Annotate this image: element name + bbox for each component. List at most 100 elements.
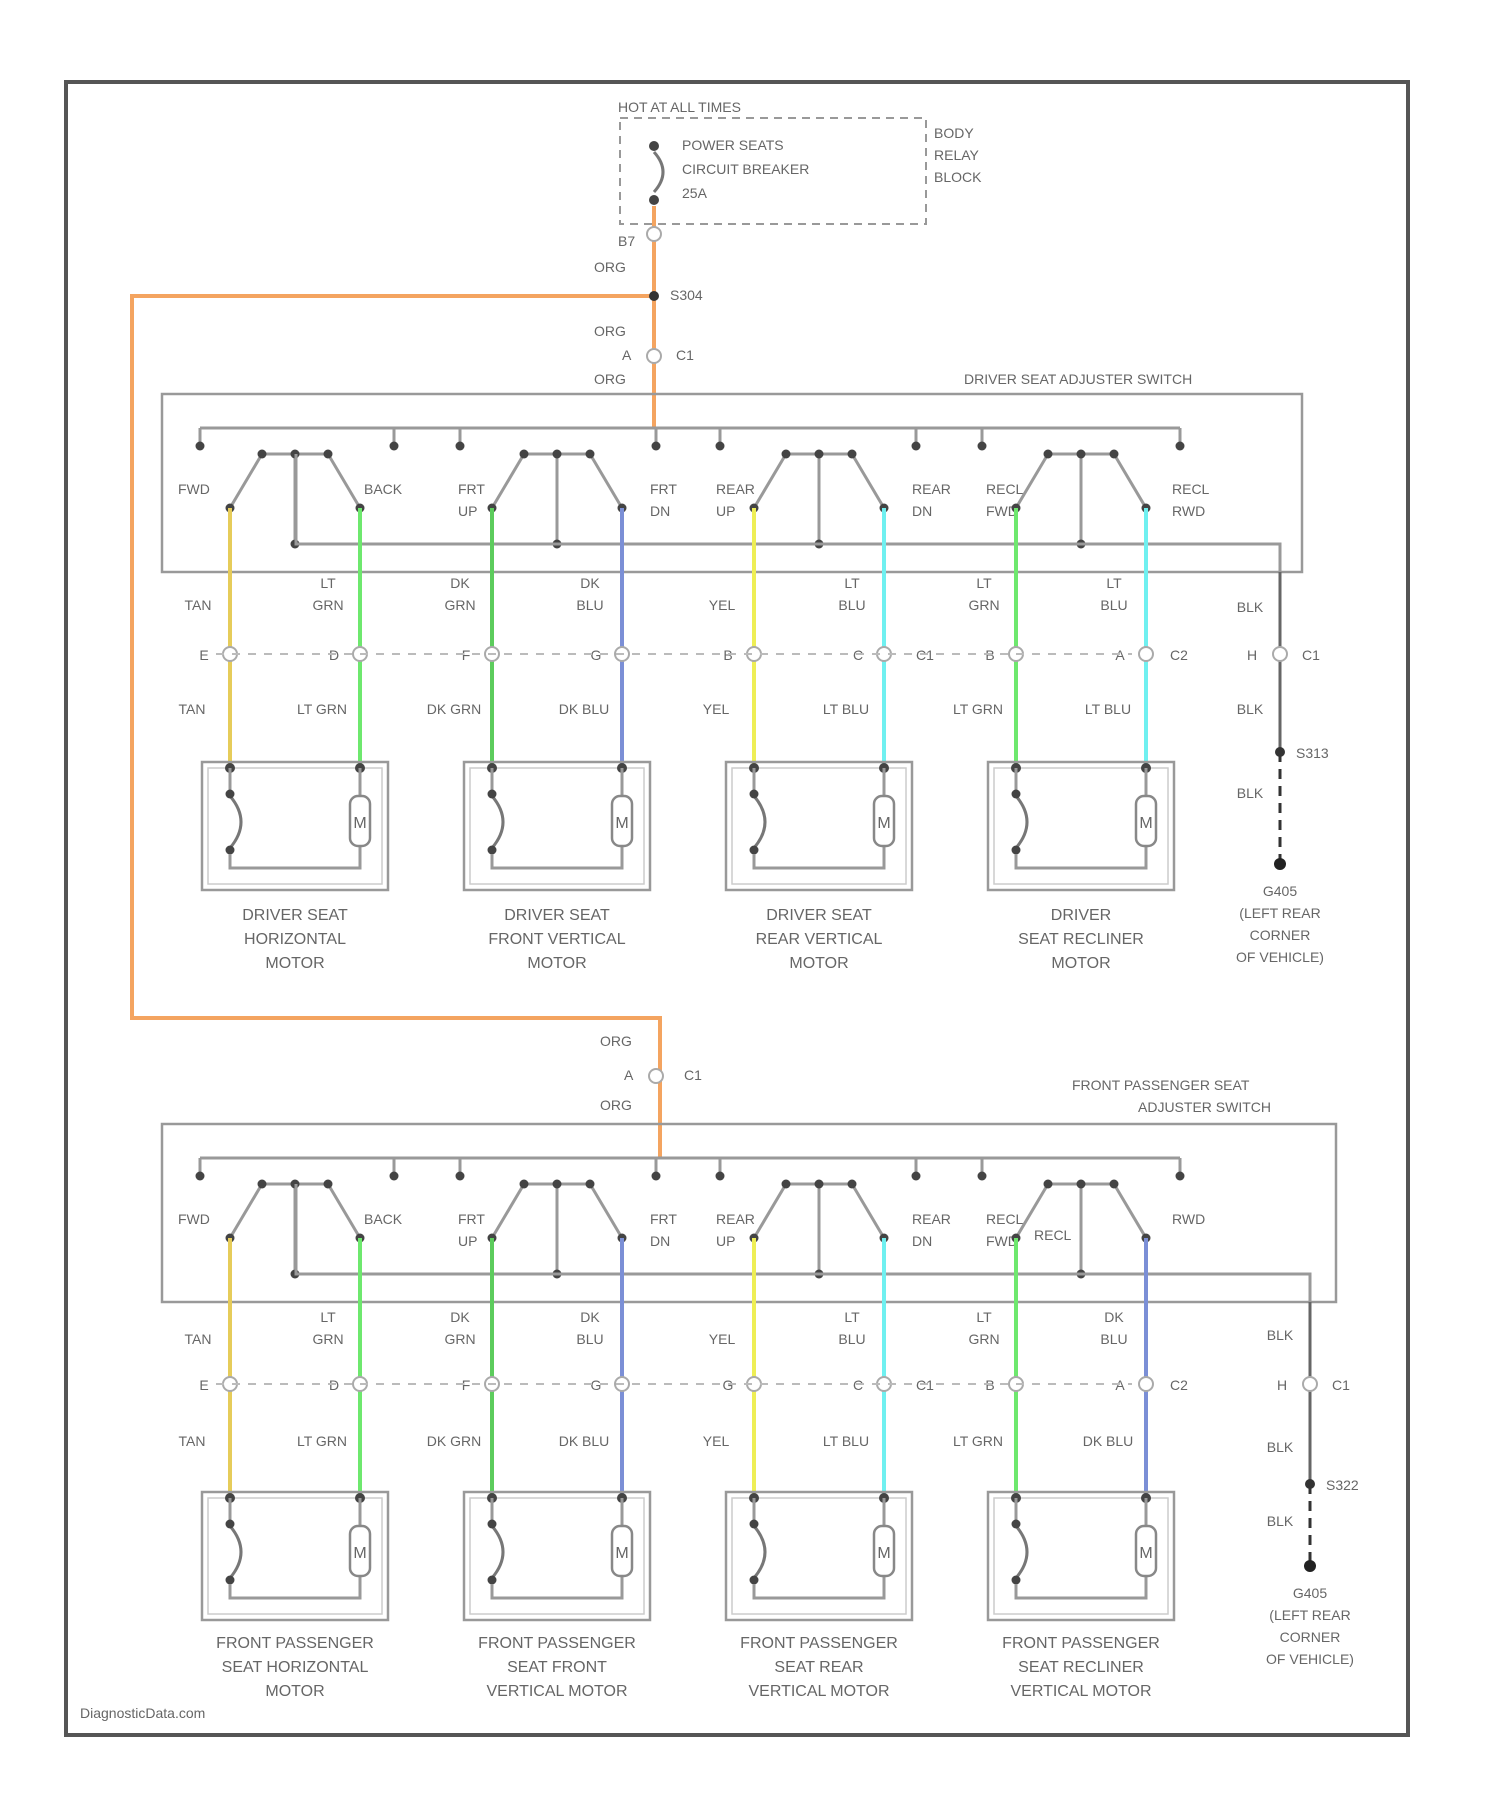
driver-bus-terminal xyxy=(912,442,921,451)
passenger-ground-location-label: G405 xyxy=(1293,1585,1327,1601)
passenger-motor-return xyxy=(754,1576,884,1598)
driver-switch-contact xyxy=(258,450,267,459)
passenger-motor-label: FRONT PASSENGER xyxy=(216,1635,374,1652)
driver-ground-location-label: G405 xyxy=(1263,883,1297,899)
driver-motor-symbol: M xyxy=(877,815,890,832)
driver-ground-point-icon xyxy=(1274,858,1286,870)
passenger-wire-pin-label: G xyxy=(591,1377,602,1393)
passenger-wire-bottom-label: DK GRN xyxy=(427,1433,481,1449)
driver-wire-top-label: YEL xyxy=(709,597,736,613)
driver-motor-label: FRONT VERTICAL xyxy=(488,931,625,948)
orange-feed-wire xyxy=(132,206,661,1158)
passenger-motor-symbol: M xyxy=(353,1545,366,1562)
passenger-motor-breaker-icon xyxy=(1016,1526,1027,1578)
driver-wire-bottom-label: LT BLU xyxy=(1085,701,1131,717)
passenger-wire-top-label: DK xyxy=(580,1309,600,1325)
passenger-switch-contact xyxy=(324,1180,333,1189)
passenger-connector-tag-c2: C2 xyxy=(1170,1377,1188,1393)
passenger-switch-blade xyxy=(492,1184,524,1238)
driver-wire-top-label: DK xyxy=(580,575,600,591)
driver-switch-label: RECL xyxy=(1172,481,1210,497)
driver-motor-label: DRIVER xyxy=(1051,907,1111,924)
driver-ground-pin-label: H xyxy=(1247,647,1257,663)
passenger-wire-top-label: LT xyxy=(844,1309,860,1325)
passenger-wire-bottom-label: LT GRN xyxy=(297,1433,347,1449)
driver-wire-top-label: GRN xyxy=(312,597,343,613)
passenger-connector-tag-c1: C1 xyxy=(916,1377,934,1393)
relay-block-label-2: RELAY xyxy=(934,147,980,163)
passenger-motor-symbol: M xyxy=(877,1545,890,1562)
driver-wire-bottom-label: DK GRN xyxy=(427,701,481,717)
passenger-ground-location-label: OF VEHICLE) xyxy=(1266,1651,1354,1667)
passenger-switch-blade xyxy=(852,1184,884,1238)
passenger-wire-top-label: GRN xyxy=(968,1331,999,1347)
passenger-motor-contact xyxy=(488,1520,497,1529)
passenger-switch-contact xyxy=(1044,1180,1053,1189)
hot-at-all-times-label: HOT AT ALL TIMES xyxy=(618,99,741,115)
passenger-motor-contact xyxy=(226,1520,235,1529)
driver-motor-label: MOTOR xyxy=(527,955,586,972)
passenger-wire-top-label: DK xyxy=(450,1309,470,1325)
driver-bus-terminal xyxy=(390,442,399,451)
passenger-feed-connector xyxy=(649,1069,663,1083)
passenger-bus-terminal xyxy=(978,1172,987,1181)
breaker-pin-label: B7 xyxy=(618,233,635,249)
driver-motor-label: DRIVER SEAT xyxy=(766,907,872,924)
passenger-motor-breaker-icon xyxy=(754,1526,765,1578)
relay-block-label-1: BODY xyxy=(934,125,974,141)
feed-wire-label-mid: ORG xyxy=(594,323,626,339)
driver-wire-bottom-label: LT GRN xyxy=(297,701,347,717)
breaker-label-2: CIRCUIT BREAKER xyxy=(682,161,809,177)
passenger-ground-location-label: CORNER xyxy=(1280,1629,1341,1645)
passenger-switch-label: UP xyxy=(458,1233,477,1249)
passenger-switch-title-1: FRONT PASSENGER SEAT xyxy=(1072,1077,1250,1093)
passenger-wire-bottom-label: TAN xyxy=(179,1433,206,1449)
passenger-motor-symbol: M xyxy=(1139,1545,1152,1562)
passenger-switch-contact xyxy=(586,1180,595,1189)
passenger-motor-contact xyxy=(750,1520,759,1529)
driver-motor-breaker-icon xyxy=(1016,796,1027,848)
passenger-motor-label: VERTICAL MOTOR xyxy=(1010,1683,1151,1700)
passenger-wire-top-label: DK xyxy=(1104,1309,1124,1325)
passenger-switch-label: REAR xyxy=(716,1211,755,1227)
passenger-motor-label: VERTICAL MOTOR xyxy=(486,1683,627,1700)
passenger-motor-return xyxy=(230,1576,360,1598)
driver-motor-label: SEAT RECLINER xyxy=(1018,931,1144,948)
passenger-ground-pin-label: H xyxy=(1277,1377,1287,1393)
passenger-motor-label: MOTOR xyxy=(265,1683,324,1700)
passenger-switch-blade xyxy=(328,1184,360,1238)
driver-motor-label: MOTOR xyxy=(265,955,324,972)
passenger-switch-title-2: ADJUSTER SWITCH xyxy=(1138,1099,1271,1115)
passenger-motor-label: SEAT FRONT xyxy=(507,1659,607,1676)
driver-wire-bottom-label: LT BLU xyxy=(823,701,869,717)
driver-motor-breaker-icon xyxy=(754,796,765,848)
driver-motor-symbol: M xyxy=(353,815,366,832)
passenger-switch-label: DN xyxy=(650,1233,670,1249)
passenger-ground-bus xyxy=(296,1184,1310,1302)
driver-switch-label: DN xyxy=(650,503,670,519)
passenger-ground-point-icon xyxy=(1304,1560,1316,1572)
driver-switch-label: REAR xyxy=(716,481,755,497)
passenger-bus-terminal xyxy=(912,1172,921,1181)
driver-ground-location-label: CORNER xyxy=(1250,927,1311,943)
driver-motor-contact xyxy=(750,846,759,855)
passenger-switch-blade xyxy=(1114,1184,1146,1238)
passenger-switch-contact xyxy=(848,1180,857,1189)
driver-switch-contact xyxy=(520,450,529,459)
passenger-feed-pin: A xyxy=(624,1067,634,1083)
passenger-wire-top-label: YEL xyxy=(709,1331,736,1347)
passenger-switch-contact xyxy=(1077,1180,1086,1189)
breaker-label-1: POWER SEATS xyxy=(682,137,784,153)
driver-ground-bus xyxy=(296,454,1280,572)
driver-switch-label: UP xyxy=(716,503,735,519)
splice-label: S304 xyxy=(670,287,703,303)
driver-switch-contact xyxy=(586,450,595,459)
driver-ground-location-label: OF VEHICLE) xyxy=(1236,949,1324,965)
passenger-feed-wire-top: ORG xyxy=(600,1033,632,1049)
passenger-switch-contact xyxy=(258,1180,267,1189)
driver-motor-return xyxy=(492,846,622,868)
driver-wire-top-label: LT xyxy=(976,575,992,591)
driver-bus-terminal xyxy=(1176,442,1185,451)
driver-wire-connector xyxy=(1139,647,1153,661)
